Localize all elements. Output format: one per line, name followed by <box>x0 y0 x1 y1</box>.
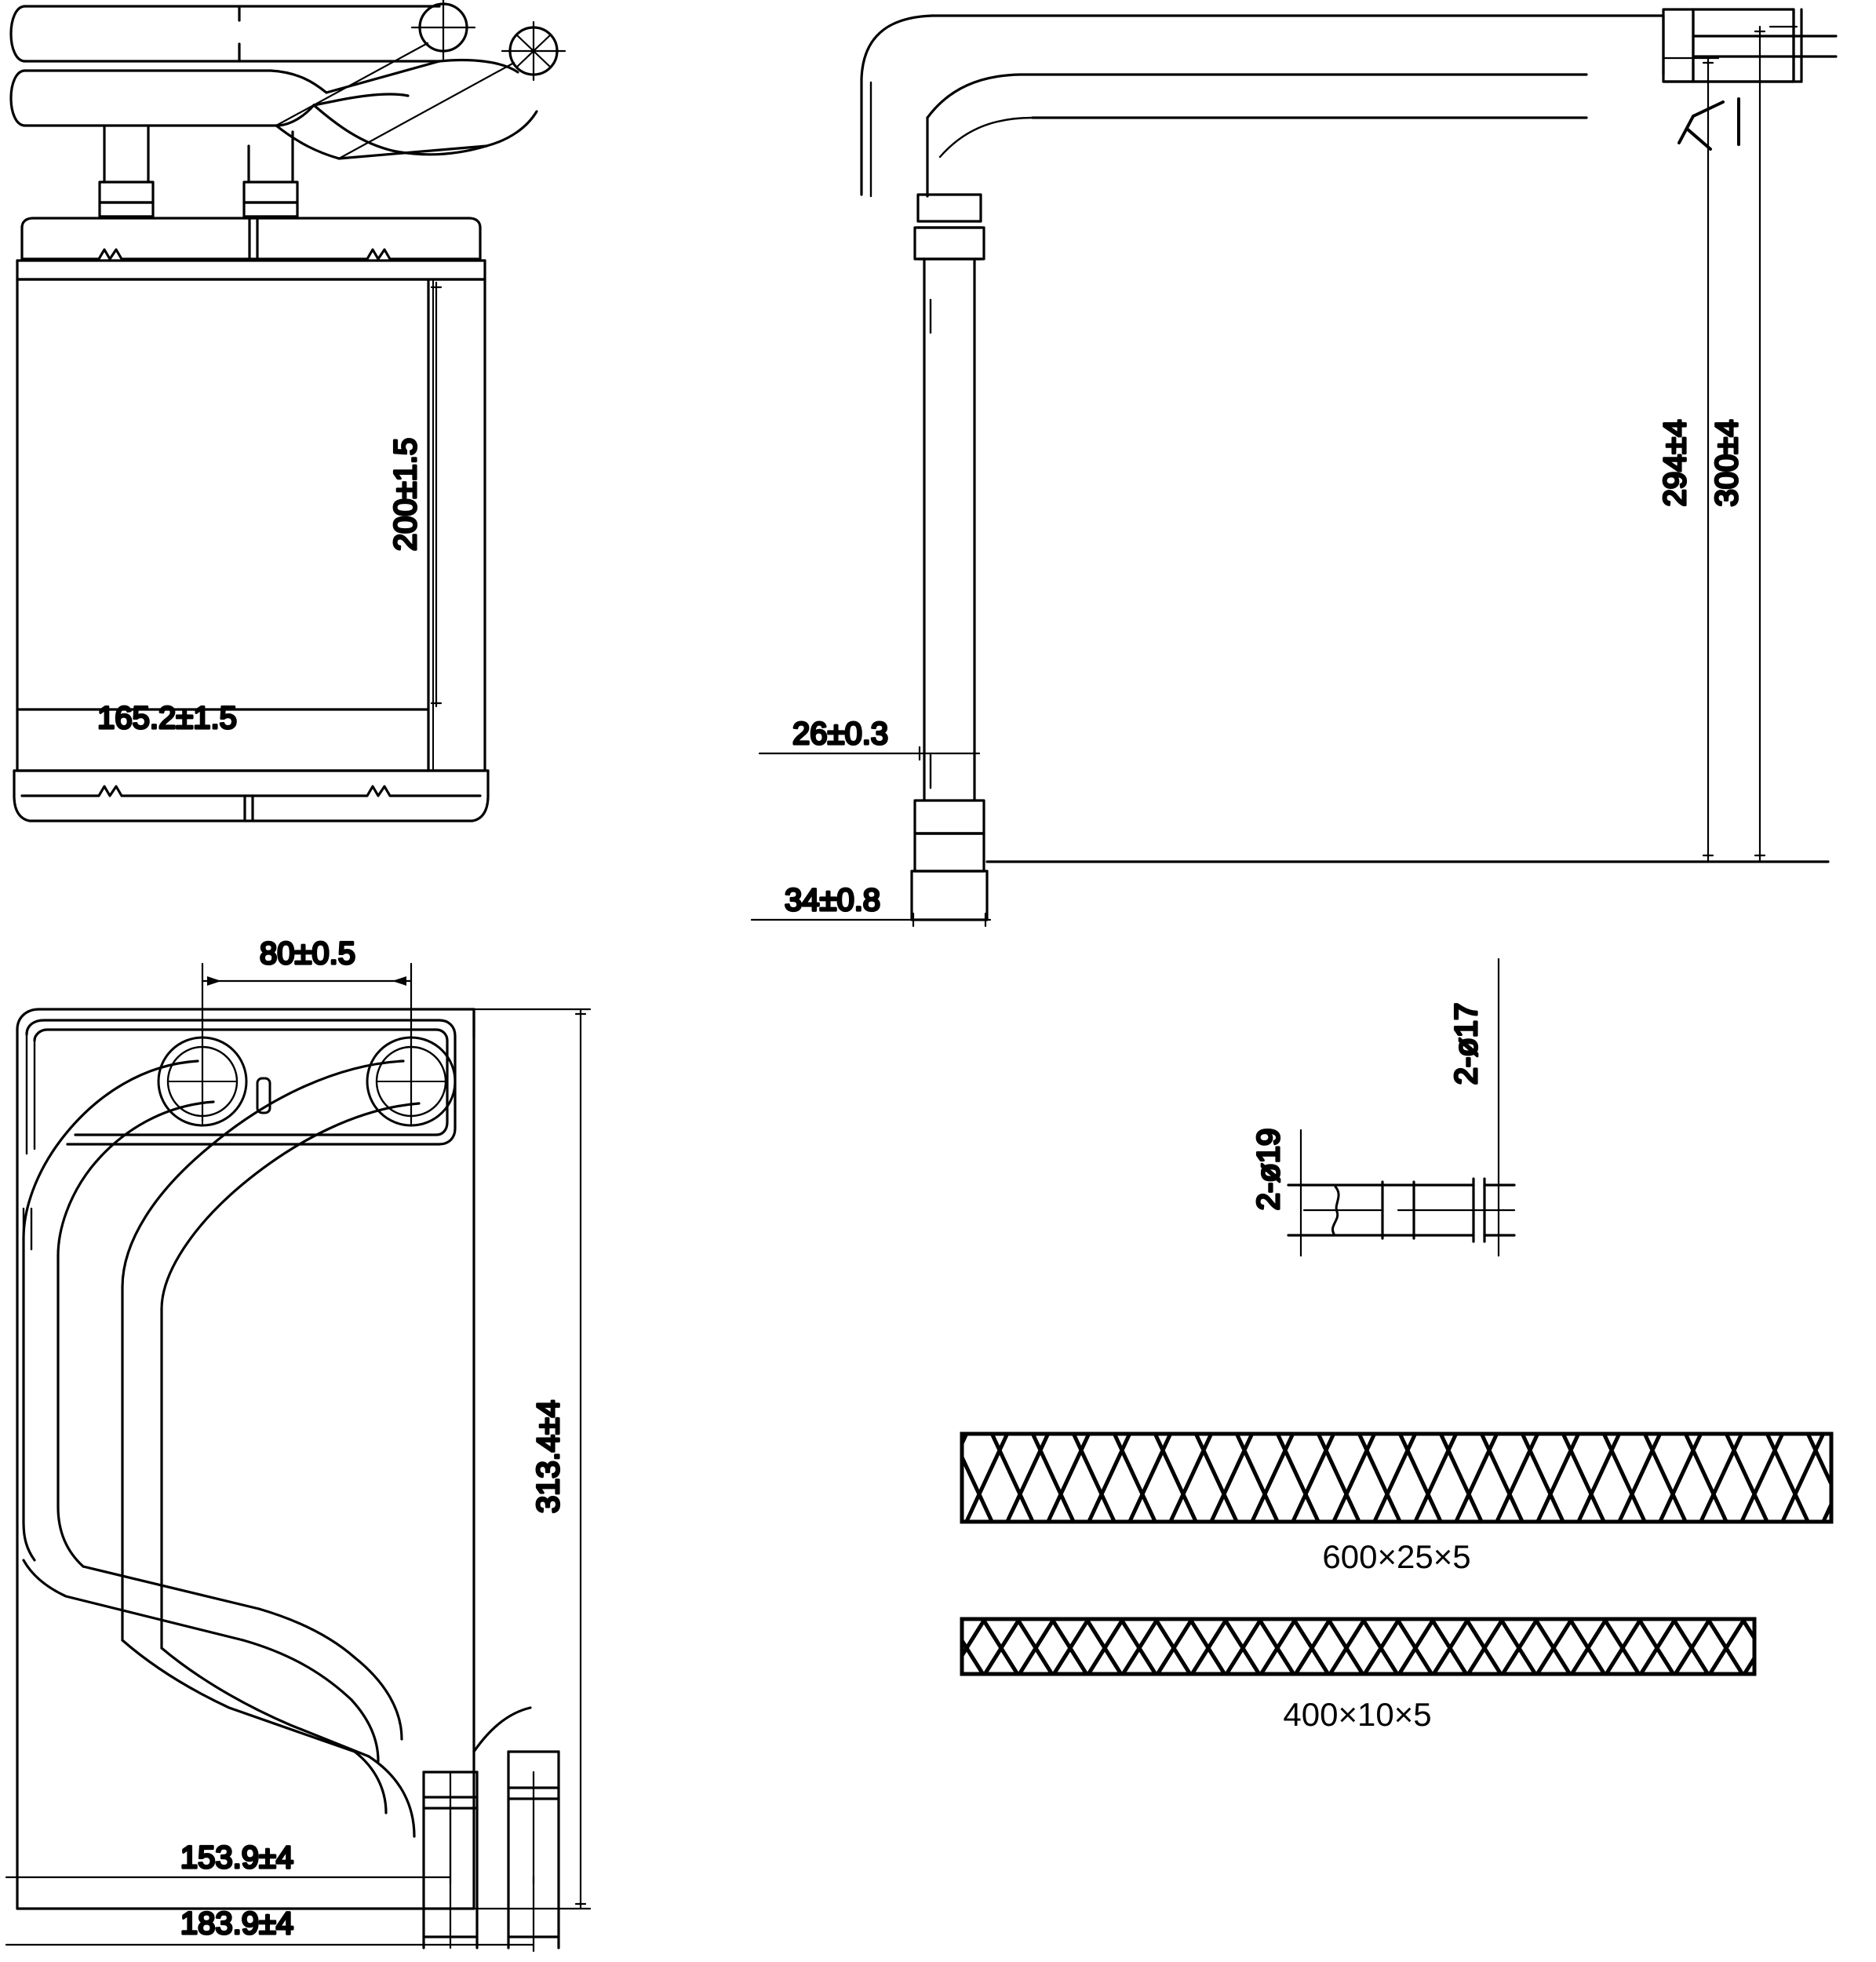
dim-neck-upper <box>758 746 981 761</box>
front-view-lower-tube <box>9 69 328 127</box>
top-view-outlet-stub-right <box>507 1750 560 1949</box>
seal-strip-large-body <box>960 1431 1834 1524</box>
dim-label-core-width: 165.2±1.5 <box>97 701 237 735</box>
dim-label-port-spacing: 80±0.5 <box>260 936 355 971</box>
front-view-core-block <box>16 278 486 772</box>
dim-label-pipe-offset-outer: 183.9±4 <box>180 1906 293 1941</box>
front-view-upper-tube <box>9 5 441 63</box>
dim-label-pipe-offset-inner: 153.9±4 <box>180 1840 293 1875</box>
dim-label-pipe-dia-large: 2-ø19 <box>1251 1129 1286 1211</box>
side-view-end-fitting <box>1662 8 1838 83</box>
dim-label-overall-height: 300±4 <box>1710 420 1744 507</box>
side-view-pipe-bend-inner-b <box>938 116 1034 159</box>
dim-core-height <box>430 281 443 708</box>
dim-port-spacing <box>201 962 413 1124</box>
dim-pipe-centre-height <box>1662 57 1720 862</box>
dim-label-overall-depth: 313.4±4 <box>531 1400 566 1513</box>
dim-overall-depth <box>472 1008 592 1910</box>
front-view: 200±1.5 165.2±1.5 <box>9 0 566 822</box>
dim-pipe-offset-inner <box>5 1803 452 1885</box>
front-view-bottom-header-tank <box>13 769 490 822</box>
side-view-pipe-bend-inner-a <box>926 73 1022 119</box>
dim-label-core-height: 200±1.5 <box>388 438 423 551</box>
side-view-pipe-bend-outer <box>860 14 934 80</box>
seal-strip-small-view <box>960 1617 1757 1676</box>
front-view-pipe-end-circle-1 <box>410 0 476 60</box>
side-view: 294±4 300±4 26±0.3 34±0.8 <box>750 8 1838 928</box>
top-view-stub-cap <box>472 1706 532 1753</box>
front-view-neck-left <box>98 126 155 218</box>
top-view-body-outline <box>16 1008 475 1910</box>
view-arrow-k-icon <box>1677 97 1740 151</box>
seal-strip-small-label: 400×10×5 <box>1283 1696 1431 1733</box>
seal-strip-large-label: 600×25×5 <box>1322 1538 1470 1575</box>
front-view-leader-lines <box>275 42 515 160</box>
seal-strip-large-view <box>960 1431 1834 1524</box>
dim-pipe-offset-outer <box>5 1874 535 1953</box>
top-view-outlet-bends <box>22 1559 416 1838</box>
front-view-neck-right <box>242 130 299 218</box>
dim-label-pipe-dia-small: 2-ø17 <box>1449 1003 1484 1085</box>
seal-strip-small-body <box>960 1617 1757 1676</box>
dim-overall-height <box>1754 25 1830 863</box>
top-view: 80±0.5 313.4±4 153.9±4 183.9±4 <box>5 935 592 1953</box>
pipe-detail-view: 2-ø19 2-ø17 <box>1250 957 1516 1257</box>
dim-neck-lower <box>750 912 992 928</box>
dim-label-neck-lower: 34±0.8 <box>785 883 880 917</box>
dim-label-pipe-centre-height: 294±4 <box>1658 420 1692 507</box>
top-view-centre-slot <box>256 1077 271 1114</box>
front-view-pipe-end-circle-2 <box>501 20 566 82</box>
side-view-vertical-pipe <box>910 193 989 921</box>
front-view-top-header-tank <box>16 217 486 281</box>
dim-label-neck-upper: 26±0.3 <box>792 717 888 751</box>
